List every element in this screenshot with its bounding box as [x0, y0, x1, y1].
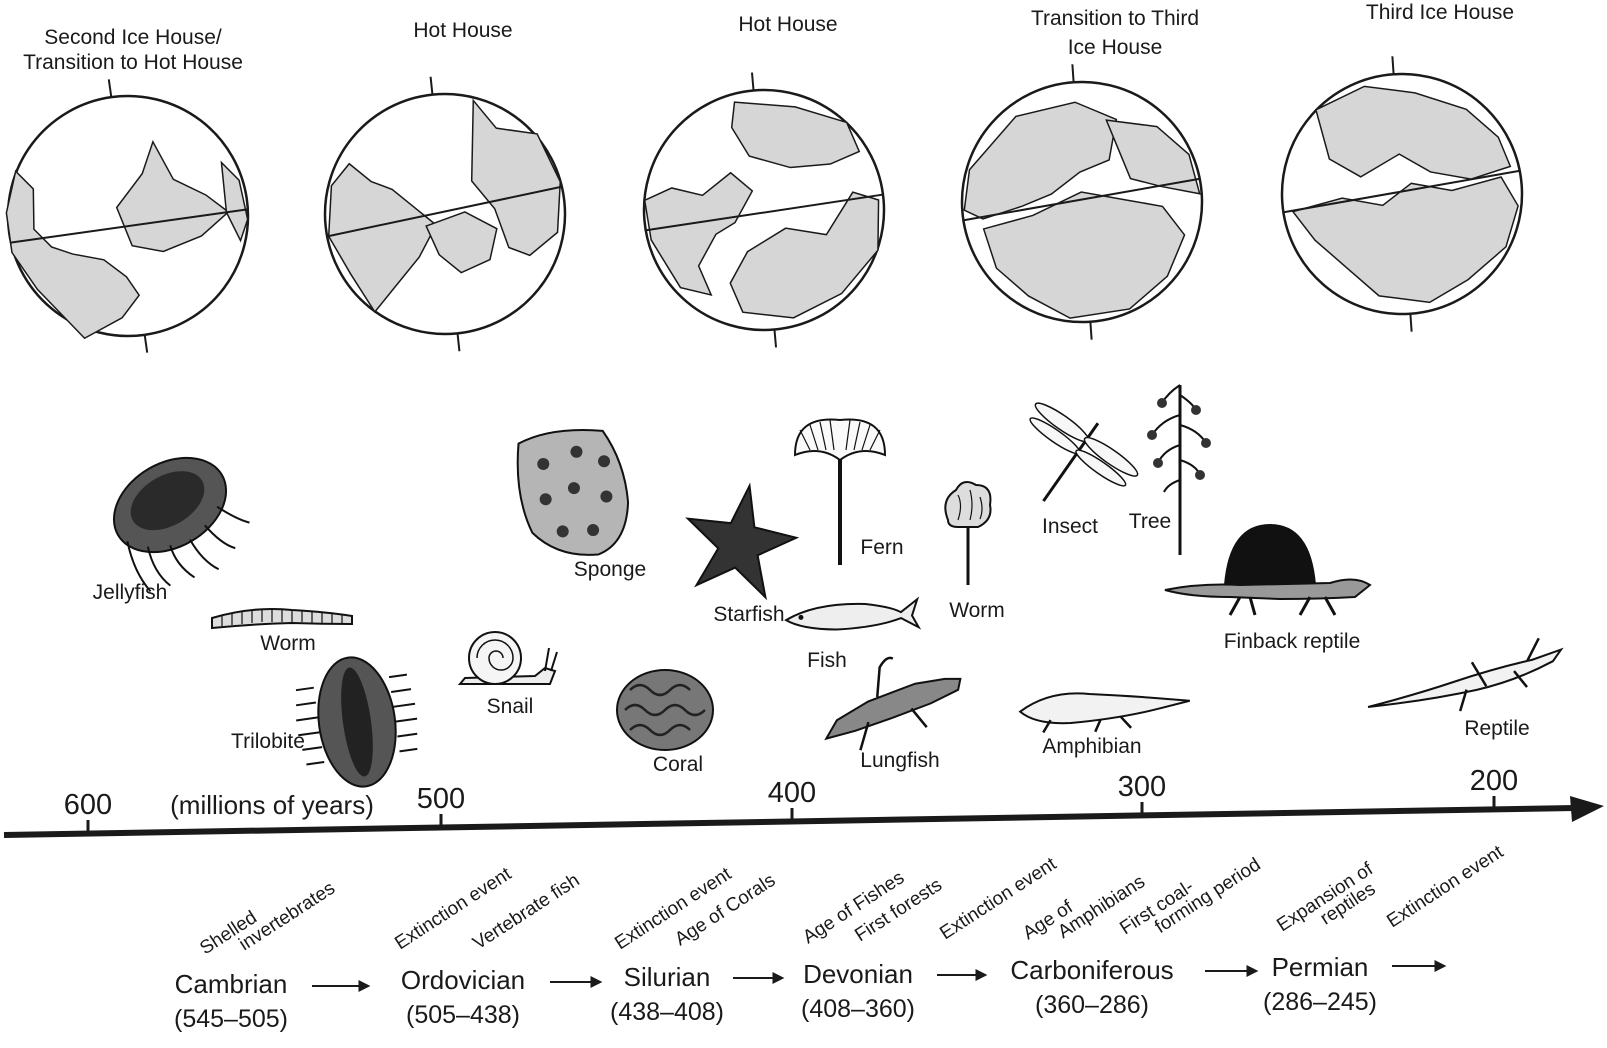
- globe-title-3: Hot House: [738, 13, 837, 36]
- organism-label-worm-2: Worm: [949, 599, 1005, 622]
- globe-title-4-line-1: Transition to Third: [1031, 7, 1199, 30]
- organism-label-snail: Snail: [487, 695, 534, 718]
- starfish-icon: [677, 476, 804, 600]
- trilobite-icon: [289, 649, 426, 794]
- globe-group-5: [1273, 48, 1532, 340]
- finback-reptile-icon: [1165, 525, 1370, 615]
- tick-label-300: 300: [1118, 771, 1166, 803]
- organism-label-fish: Fish: [807, 649, 847, 672]
- organism-label-sponge: Sponge: [574, 558, 646, 581]
- event-first-coal-forming: First coal- forming period: [1116, 839, 1264, 954]
- organism-label-lungfish: Lungfish: [860, 749, 939, 772]
- period-range-carboniferous: (360–286): [1035, 991, 1149, 1019]
- organism-label-trilobite: Trilobite: [231, 730, 305, 753]
- organism-label-reptile: Reptile: [1464, 717, 1529, 740]
- period-name-permian: Permian: [1272, 952, 1369, 982]
- coral-icon: [617, 670, 713, 750]
- period-range-ordovician: (505–438): [406, 1001, 520, 1029]
- timeline-arrowhead: [1570, 796, 1604, 822]
- fish-icon: [785, 599, 918, 634]
- organism-label-jellyfish: Jellyfish: [93, 581, 168, 604]
- globe-title-4-line-2: Ice House: [1068, 36, 1163, 59]
- worm-icon-cambrian: [212, 609, 352, 628]
- period-name-cambrian: Cambrian: [175, 969, 288, 999]
- globe-group-2: [311, 64, 579, 364]
- organism-label-tree: Tree: [1129, 510, 1171, 533]
- organism-label-worm-1: Worm: [260, 632, 316, 655]
- organism-label-coral: Coral: [653, 753, 703, 776]
- reptile-icon: [1361, 635, 1568, 727]
- globe-group-3: [632, 62, 895, 358]
- period-range-devonian: (408–360): [801, 995, 915, 1023]
- tick-label-400: 400: [768, 777, 816, 809]
- globe-title-5: Third Ice House: [1366, 1, 1514, 24]
- globe-title-1-line-2: Transition to Hot House: [23, 51, 243, 74]
- period-range-silurian: (438–408): [610, 998, 724, 1026]
- globe-title-2: Hot House: [413, 19, 512, 42]
- amphibian-icon: [1019, 687, 1191, 735]
- globe-group-1: [0, 63, 266, 370]
- event-text-extinction-4: Extinction event: [1383, 841, 1508, 932]
- snail-icon: [460, 632, 557, 684]
- globe-group-4: [953, 56, 1212, 348]
- organism-label-finback-reptile: Finback reptile: [1224, 630, 1361, 653]
- period-name-ordovician: Ordovician: [401, 965, 525, 995]
- period-range-cambrian: (545–505): [174, 1005, 288, 1033]
- globe-title-1-line-1: Second Ice House/: [44, 26, 222, 49]
- organism-label-insect: Insect: [1042, 515, 1098, 538]
- organism-label-fern: Fern: [860, 536, 903, 559]
- organism-label-starfish: Starfish: [713, 603, 784, 626]
- tick-label-600: 600: [64, 789, 112, 821]
- timeline-unit-label: (millions of years): [170, 790, 374, 820]
- period-name-silurian: Silurian: [624, 962, 711, 992]
- tick-label-500: 500: [417, 783, 465, 815]
- tick-label-200: 200: [1470, 765, 1518, 797]
- worm-icon-devonian: [945, 482, 990, 585]
- event-expansion-of-reptiles: Expansion of reptiles: [1273, 858, 1387, 951]
- event-shelled-invertebrates: Shelled invertebrates: [196, 863, 339, 975]
- period-name-devonian: Devonian: [803, 959, 913, 989]
- period-range-permian: (286–245): [1263, 988, 1377, 1016]
- period-name-carboniferous: Carboniferous: [1010, 955, 1173, 985]
- organism-label-amphibian: Amphibian: [1042, 735, 1141, 758]
- event-extinction-4: Extinction event: [1383, 841, 1508, 932]
- sponge-icon: [509, 420, 639, 568]
